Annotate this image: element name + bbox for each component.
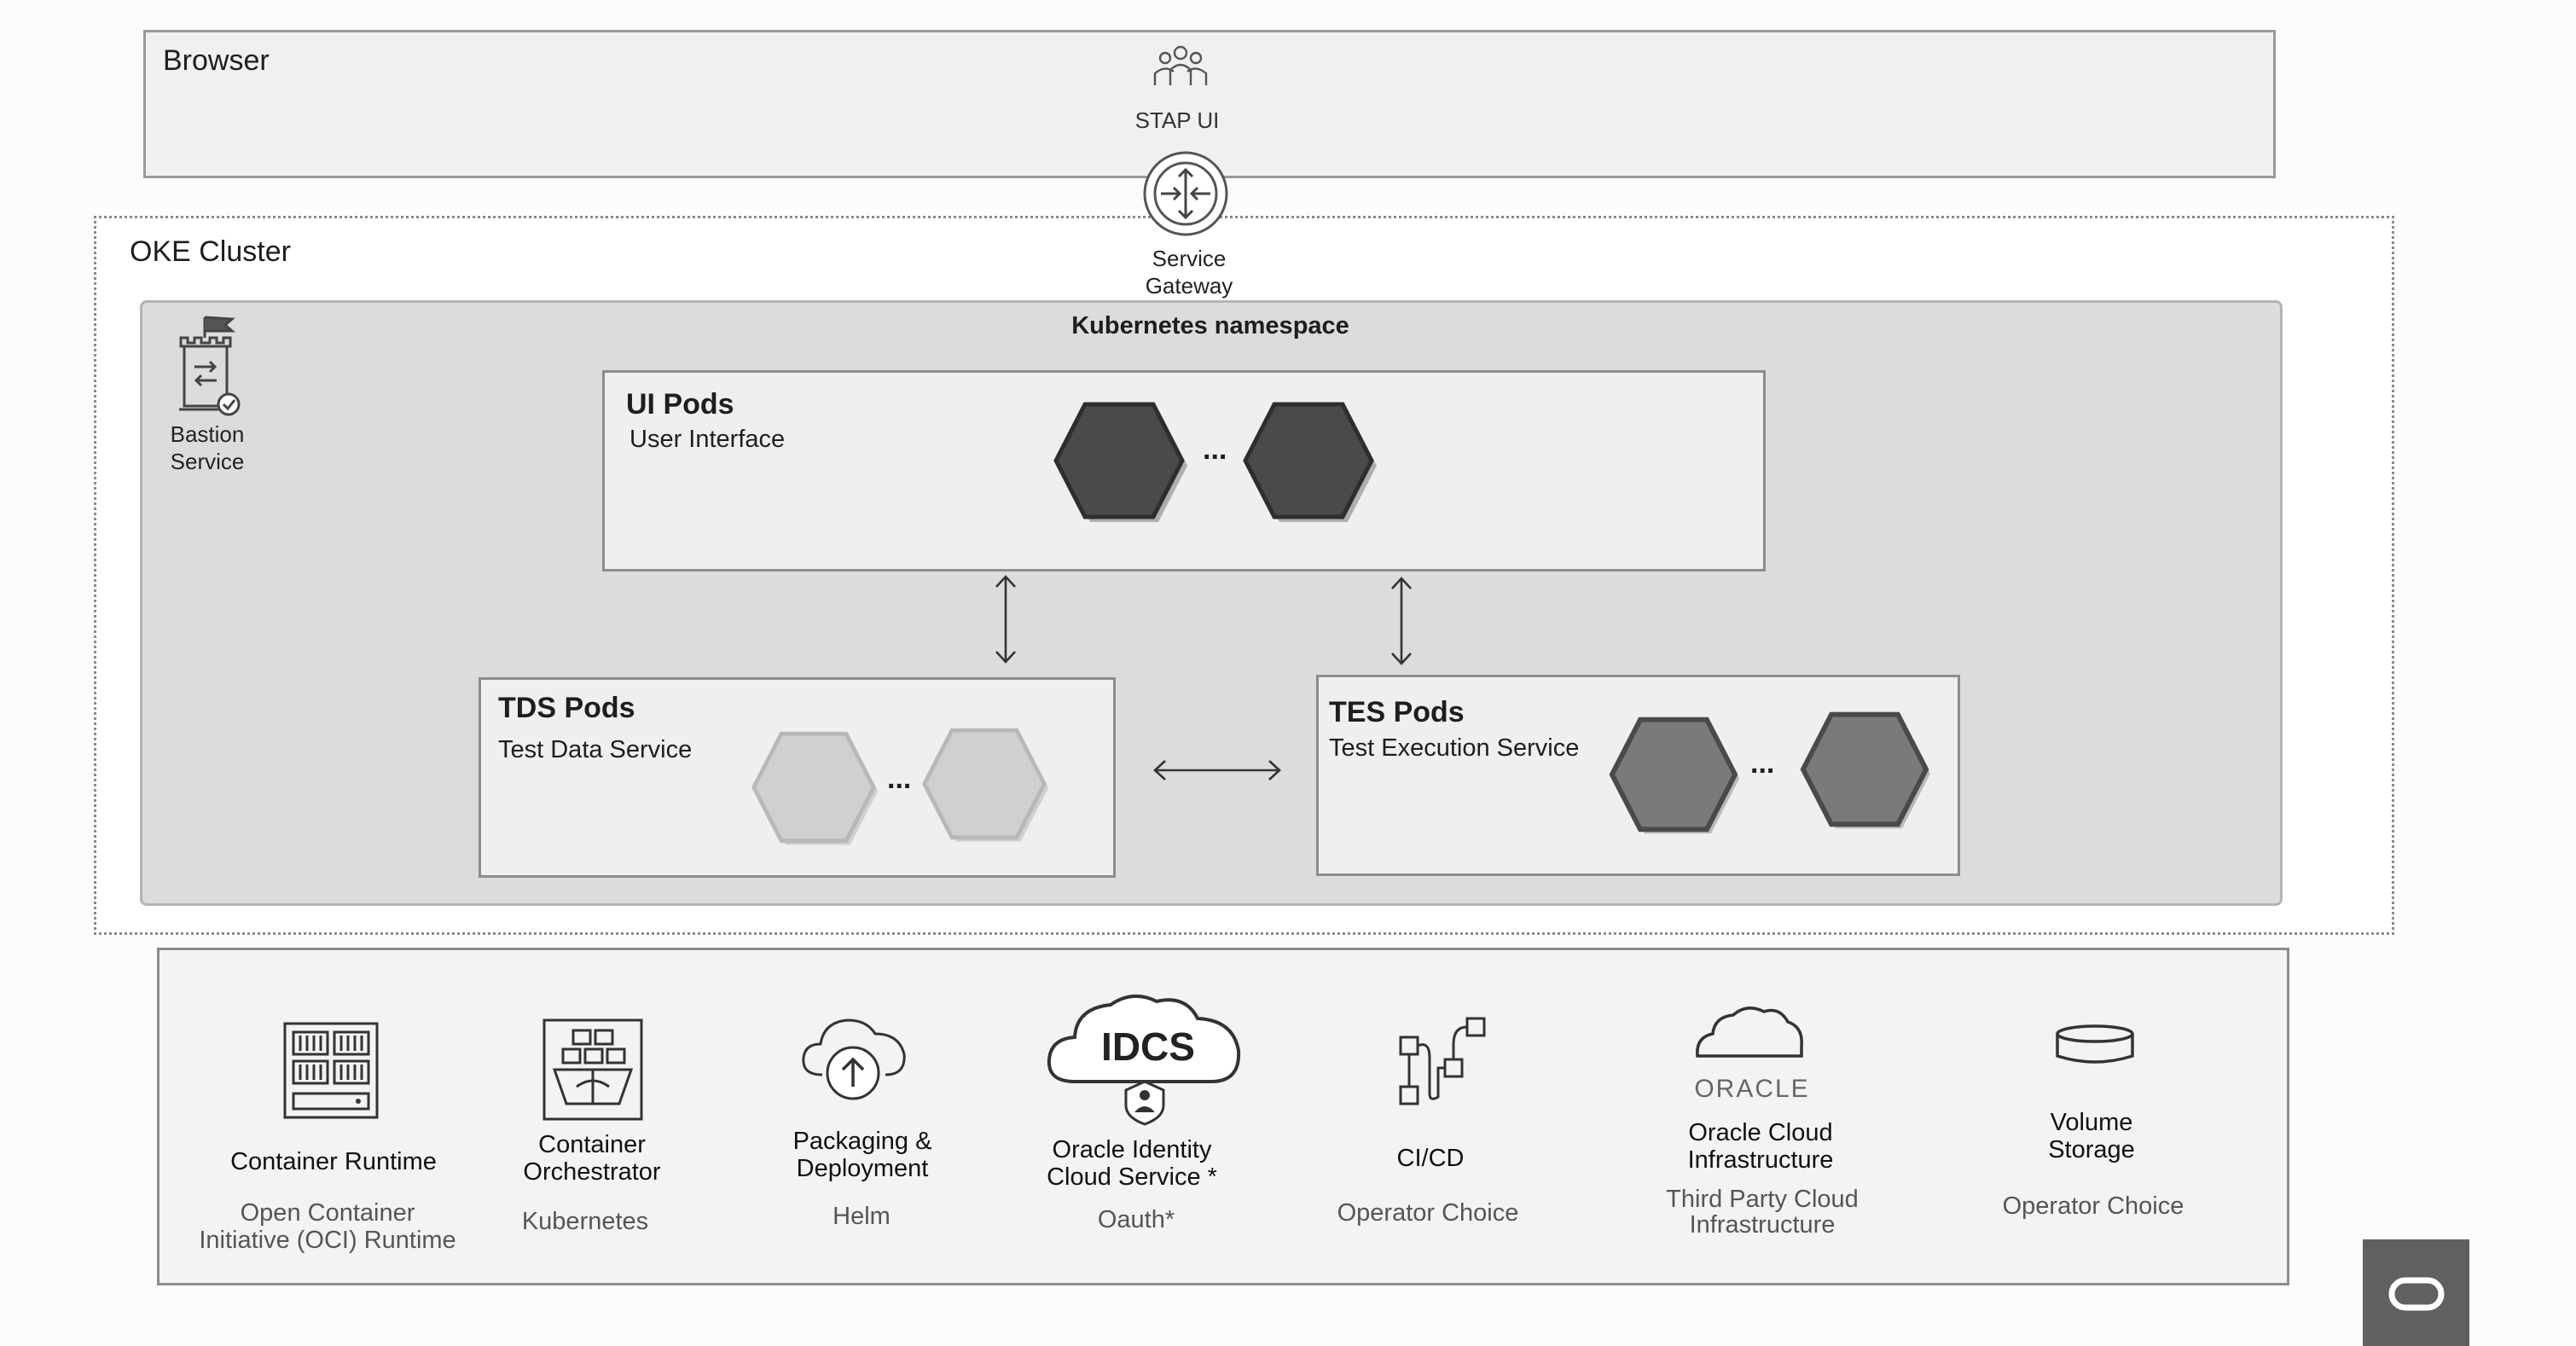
ui-pods-box: UI Pods User Interface (602, 370, 1766, 571)
platform-features-panel (157, 948, 2289, 1285)
feature-title-orchestrator-2: Orchestrator (523, 1158, 661, 1186)
browser-container: Browser (143, 30, 2276, 178)
feature-title-idcs-1: Oracle Identity (1052, 1136, 1212, 1163)
browser-label: Browser (163, 44, 270, 77)
oracle-wordmark: ORACLE (1694, 1075, 1810, 1103)
ui-tes-arrow (1391, 577, 1412, 665)
bastion-tower-icon (179, 316, 241, 416)
tds-pod-hexagon-1 (751, 731, 879, 845)
feature-sub-orchestrator: Kubernetes (521, 1208, 649, 1235)
tds-pods-subtitle: Test Data Service (498, 736, 693, 763)
tes-pod-hexagon-2 (1800, 711, 1931, 829)
oracle-o-icon (2388, 1277, 2445, 1311)
feature-title-storage-1: Volume (2050, 1109, 2133, 1136)
tds-pods-title: TDS Pods (498, 692, 635, 724)
feature-sub-oci-1: Third Party Cloud (1666, 1186, 1859, 1213)
bastion-label-line1: Bastion (170, 421, 245, 447)
tes-pods-subtitle: Test Execution Service (1329, 734, 1580, 762)
stap-ui-label: STAP UI (1134, 107, 1220, 133)
bastion-label-line2: Service (170, 449, 245, 474)
cloud-upload-icon (802, 1018, 906, 1100)
feature-sub-oci-2: Infrastructure (1689, 1211, 1836, 1239)
feature-title-packaging-2: Deployment (796, 1155, 929, 1182)
ui-pods-title: UI Pods (626, 388, 734, 421)
ui-pod-hexagon-2 (1243, 402, 1377, 522)
feature-title-container-runtime: Container Runtime (230, 1148, 437, 1175)
tes-pod-hexagon-1 (1609, 717, 1740, 834)
ui-pods-subtitle: User Interface (629, 426, 786, 453)
feature-title-orchestrator-1: Container (538, 1131, 646, 1158)
oracle-cloud-icon (1696, 1007, 1803, 1058)
idcs-icon-text: IDCS (1101, 1024, 1195, 1069)
feature-title-cicd: CI/CD (1396, 1145, 1465, 1172)
server-rack-icon (283, 1022, 379, 1119)
feature-title-oci-2: Infrastructure (1687, 1146, 1834, 1174)
tds-tes-arrow (1153, 760, 1281, 780)
feature-title-oci-1: Oracle Cloud (1688, 1119, 1833, 1146)
pipeline-icon (1399, 1017, 1486, 1105)
ui-tds-arrow (995, 575, 1016, 664)
tds-pods-ellipsis: ... (887, 763, 912, 795)
feature-sub-idcs: Oauth* (1097, 1206, 1175, 1233)
feature-sub-packaging: Helm (833, 1203, 891, 1230)
tes-pods-title: TES Pods (1329, 696, 1465, 728)
idcs-cloud-icon (1047, 995, 1241, 1126)
feature-sub-cicd: Operator Choice (1337, 1199, 1519, 1227)
ui-pods-ellipsis: ... (1203, 433, 1227, 466)
gateway-label-line1: Service (1152, 246, 1227, 271)
feature-sub-container-runtime-1: Open Container (240, 1199, 415, 1227)
feature-title-packaging-1: Packaging & (792, 1128, 932, 1155)
feature-title-storage-2: Storage (2048, 1136, 2135, 1163)
feature-title-idcs-2: Cloud Service * (1047, 1163, 1217, 1191)
tds-pod-hexagon-2 (922, 728, 1049, 842)
feature-sub-container-runtime-2: Initiative (OCI) Runtime (199, 1227, 456, 1254)
oke-cluster-label: OKE Cluster (130, 235, 291, 268)
ui-pod-hexagon-1 (1053, 402, 1187, 522)
users-icon (1153, 45, 1208, 85)
storage-disk-icon (2056, 1024, 2134, 1064)
tes-pods-ellipsis: ... (1750, 747, 1775, 780)
container-ship-icon (542, 1018, 643, 1121)
namespace-label: Kubernetes namespace (1071, 312, 1349, 339)
service-gateway-icon (1143, 151, 1228, 236)
gateway-label-line2: Gateway (1145, 273, 1233, 299)
feature-sub-storage: Operator Choice (2002, 1192, 2184, 1220)
oracle-logo (2363, 1239, 2469, 1346)
